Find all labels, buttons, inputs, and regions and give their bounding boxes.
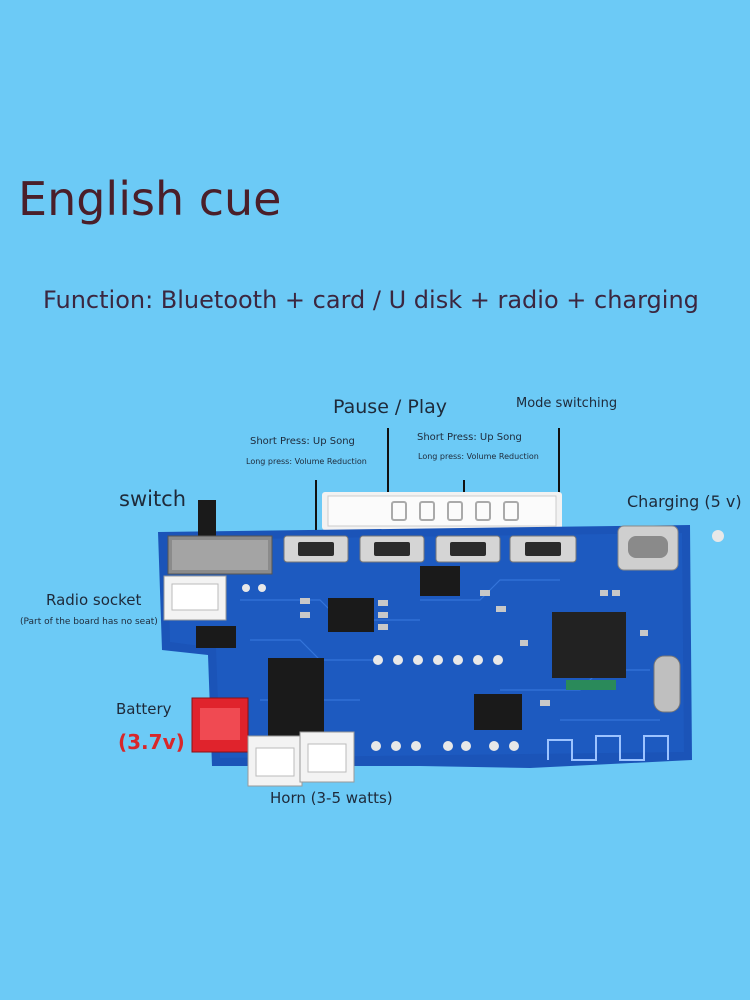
label-battery-voltage: (3.7v)	[118, 730, 185, 754]
battery-connector	[191, 697, 249, 753]
slide-switch	[167, 500, 273, 575]
tactile-buttons	[283, 535, 577, 563]
label-horn: Horn (3-5 watts)	[270, 789, 393, 807]
solder-pads	[242, 530, 724, 751]
label-switch: switch	[119, 487, 187, 511]
function-description: Function: Bluetooth + card / U disk + ra…	[43, 286, 699, 314]
smd-components	[300, 590, 648, 706]
page-title: English cue	[18, 172, 282, 226]
crystal-oscillator	[653, 655, 681, 713]
label-btn1-short: Short Press: Up Song	[250, 436, 355, 447]
label-charging: Charging (5 v)	[627, 492, 742, 511]
label-btn3-short: Short Press: Up Song	[417, 432, 522, 443]
horn-connectors	[247, 731, 355, 787]
label-battery: Battery	[116, 700, 172, 718]
label-radio-socket: Radio socket	[46, 591, 142, 609]
radio-socket-connector	[163, 575, 227, 621]
led-display	[322, 492, 562, 530]
label-pause-play: Pause / Play	[333, 396, 447, 418]
ic-chips	[196, 566, 626, 738]
label-btn1-long: Long press: Volume Reduction	[246, 457, 367, 466]
label-btn3-long: Long press: Volume Reduction	[418, 452, 539, 461]
usb-c-port	[617, 525, 679, 571]
label-radio-note: (Part of the board has no seat)	[20, 617, 158, 627]
label-mode-switching: Mode switching	[516, 396, 618, 411]
